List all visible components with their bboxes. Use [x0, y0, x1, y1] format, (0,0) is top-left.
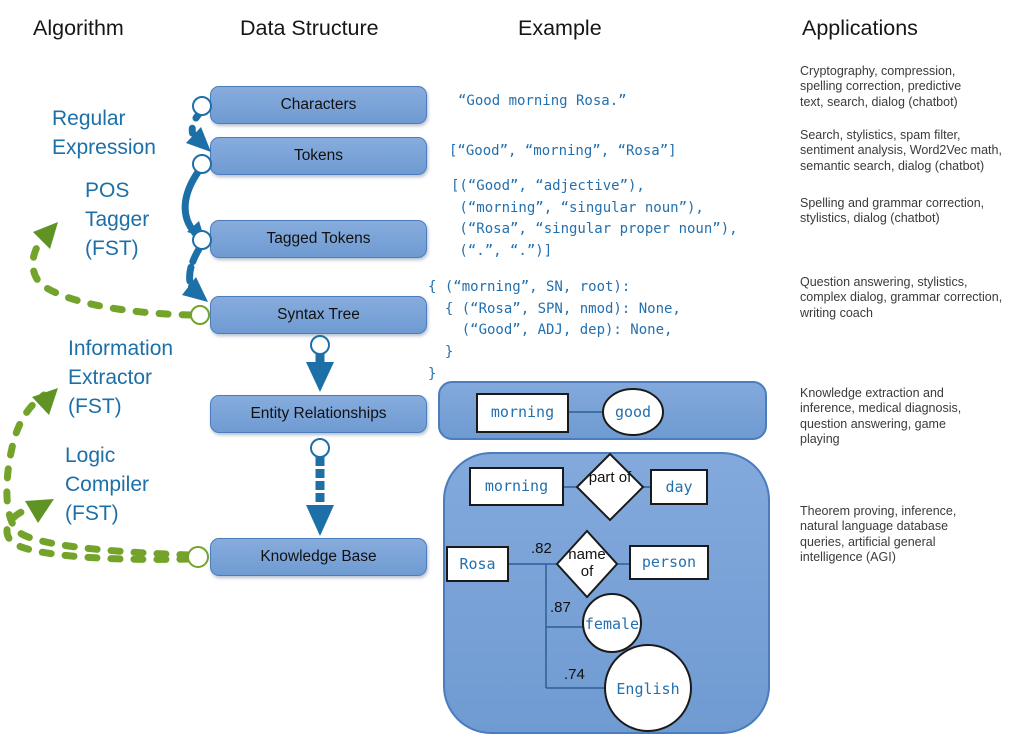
box-entity-relationships-label: Entity Relationships: [250, 405, 387, 422]
kb-weight-english: .74: [564, 666, 585, 683]
kb-weight-female: .87: [550, 599, 571, 616]
example-syntax-tree: { (“morning”, SN, root): { (“Rosa”, SPN,…: [428, 279, 681, 382]
applications-syntax-tree: Question answering, stylistics, complex …: [800, 275, 1003, 320]
arrowhead-tokens-to-tagged: [187, 221, 204, 237]
kb-node-english-label: English: [616, 680, 680, 698]
connector-circle-syntax-bottom: [310, 335, 330, 355]
applications-knowledge-base: Theorem proving, inference, natural lang…: [800, 504, 957, 564]
algorithm-label-regular-expression: Regular Expression: [52, 107, 156, 159]
connector-circle-tokens: [192, 154, 212, 174]
arrowhead-entity-to-kb: [306, 505, 334, 536]
arrow-tokens-to-tagged: [181, 168, 202, 237]
arrowhead-syntax-to-entity: [306, 362, 334, 392]
arrowhead-characters-to-tokens: [186, 127, 211, 152]
box-knowledge-base: Knowledge Base: [210, 538, 427, 576]
applications-tagged-tokens: Spelling and grammar correction, stylist…: [800, 196, 985, 226]
algorithm-label-information-extractor: Information Extractor (FST): [68, 337, 174, 418]
kb-node-rosa-label: Rosa: [459, 555, 496, 573]
arrow-characters-to-tokens: [188, 110, 203, 143]
box-tokens: Tokens: [210, 137, 427, 175]
arrowhead-information-extractor: [32, 388, 58, 415]
applications-characters: Cryptography, compression, spelling corr…: [800, 64, 962, 109]
kb-rel-name-of-label: name of: [568, 546, 606, 580]
box-tokens-label: Tokens: [293, 147, 344, 164]
kb-node-morning-label: morning: [484, 477, 549, 495]
connector-circle-tagged-tokens: [192, 230, 212, 250]
box-characters-label: Characters: [280, 96, 357, 113]
applications-tokens: Search, stylistics, spam filter, sentime…: [800, 128, 1002, 173]
box-syntax-tree: Syntax Tree: [210, 296, 427, 334]
connector-circle-syntax-left-green: [190, 305, 210, 325]
box-knowledge-base-label: Knowledge Base: [260, 548, 377, 565]
box-characters: Characters: [210, 86, 427, 124]
column-header-data-structure: Data Structure: [240, 16, 379, 40]
kb-node-female-label: female: [584, 615, 640, 633]
box-syntax-tree-label: Syntax Tree: [277, 306, 360, 323]
column-header-applications: Applications: [802, 16, 918, 40]
algorithm-label-logic-compiler: Logic Compiler (FST): [65, 444, 150, 525]
connector-circle-characters: [192, 96, 212, 116]
arrow-tagged-to-syntax: [186, 245, 203, 292]
example-tagged-tokens: [(“Good”, “adjective”), (“morning”, “sin…: [451, 178, 738, 260]
arrowhead-logic-compiler: [25, 499, 54, 523]
arrowhead-tagged-to-syntax: [182, 277, 208, 302]
box-entity-relationships: Entity Relationships: [210, 395, 427, 433]
algorithm-label-pos-tagger: POS Tagger (FST): [85, 179, 150, 260]
column-header-algorithm: Algorithm: [33, 16, 124, 40]
connector-circle-kb-left-green: [187, 546, 209, 568]
box-tagged-tokens: Tagged Tokens: [210, 220, 427, 258]
er-node-morning-label: morning: [490, 403, 555, 421]
arrowhead-pos-tagger: [33, 222, 58, 249]
box-tagged-tokens-label: Tagged Tokens: [266, 230, 371, 247]
kb-node-day-label: day: [665, 478, 693, 496]
kb-rel-part-of-label: part of: [588, 469, 632, 486]
kb-weight-name-of: .82: [531, 540, 552, 557]
connector-circle-entity-bottom: [310, 438, 330, 458]
kb-node-person-label: person: [641, 553, 697, 571]
er-node-good-label: good: [614, 403, 652, 421]
example-tokens: [“Good”, “morning”, “Rosa”]: [449, 143, 677, 159]
applications-entity-relationships: Knowledge extraction and inference, medi…: [800, 386, 962, 446]
column-header-example: Example: [518, 16, 602, 40]
example-characters: “Good morning Rosa.”: [458, 93, 627, 109]
